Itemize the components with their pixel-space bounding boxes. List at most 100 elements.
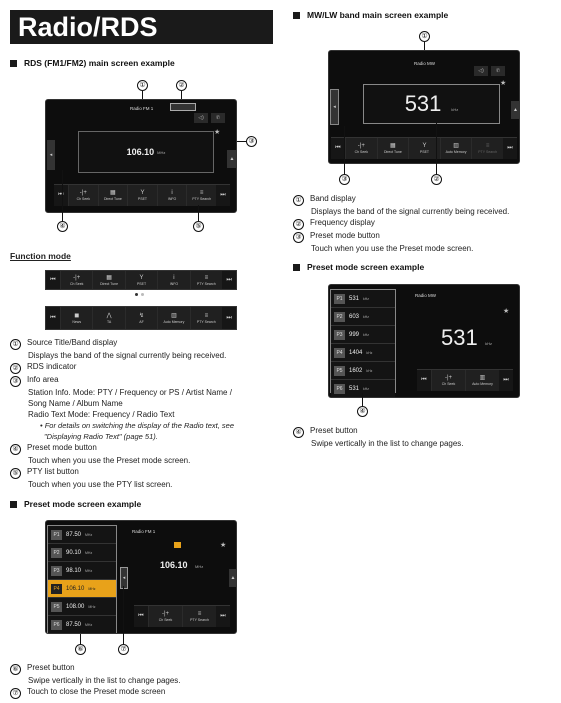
phone-icon[interactable]: ✆ <box>491 66 505 76</box>
next-button[interactable]: ⏭ <box>222 307 237 329</box>
frequency-display: 106.10 MHz <box>160 560 204 570</box>
next-button[interactable]: ⏭ <box>499 370 513 391</box>
preset-right-heading: Preset mode screen example <box>293 262 424 272</box>
keypad-icon: ▦ <box>110 190 116 196</box>
keypad-icon: ▦ <box>390 143 396 149</box>
antenna-icon: Y <box>140 190 145 196</box>
prev-icon: ⏮ <box>50 276 56 283</box>
preset-mode-tab[interactable]: ◂ <box>47 140 55 170</box>
seek-icon: -|+ <box>161 611 170 617</box>
favorite-star-icon[interactable]: ★ <box>503 308 510 315</box>
info-icon: i <box>173 274 175 281</box>
ch-seek-button[interactable]: -|+Ch Seek <box>345 138 377 159</box>
pty-search-button[interactable]: ≡PTY Search <box>182 606 216 627</box>
news-button[interactable]: ◼News <box>60 307 93 329</box>
ch-seek-button[interactable]: -|+Ch Seek <box>68 185 98 206</box>
scroll-up-button[interactable]: ▲ <box>227 150 236 168</box>
pty-search-button[interactable]: ≡PTY Search <box>471 138 503 159</box>
memory-icon: ▥ <box>453 143 459 149</box>
scroll-up-button[interactable]: ▲ <box>511 101 519 119</box>
next-button[interactable]: ⏭ <box>502 138 517 159</box>
mute-icon[interactable]: ◁) <box>194 113 208 123</box>
ch-seek-button[interactable]: -|+Ch Seek <box>148 606 182 627</box>
preset-mode-tab[interactable]: ◂ <box>330 89 339 125</box>
function-bar-2: ⏮ ◼News ⋀TA ↯AF ▥Auto Memory ≡PTY Search… <box>45 306 237 330</box>
list-icon: ≡ <box>197 611 202 617</box>
function-bar: ⏮ -|+Ch Seek ≡PTY Search ⏭ <box>134 605 230 627</box>
rds-main-screen: Radio FM 1 ◁) ✆ ★ 106.10 MHz ◂ ▲ ⏮ -|+Ch… <box>45 99 237 213</box>
auto-memory-button[interactable]: ▥Auto Memory <box>439 138 472 159</box>
seek-icon: -|+ <box>79 190 87 196</box>
band-title: Radio MW <box>415 293 437 298</box>
prev-button[interactable]: ⏮ <box>46 271 60 289</box>
ch-seek-button[interactable]: -|+Ch Seek <box>431 370 465 391</box>
list-icon: ≡ <box>204 312 209 319</box>
seek-icon: -|+ <box>73 274 81 281</box>
favorite-star-icon[interactable]: ★ <box>500 80 507 87</box>
callout-4: ④ <box>57 221 68 232</box>
band-title: Radio FM 1 <box>132 529 156 534</box>
function-mode-heading: Function mode <box>10 251 71 261</box>
list-icon: ≡ <box>199 190 204 196</box>
ta-button[interactable]: ⋀TA <box>92 307 125 329</box>
prev-button[interactable]: ⏮ <box>331 138 345 159</box>
close-preset-tab[interactable]: ◂ <box>120 567 128 589</box>
ch-seek-button[interactable]: -|+Ch Seek <box>60 271 93 289</box>
direct-tune-button[interactable]: ▦Direct Tune <box>97 185 128 206</box>
prev-icon: ⏮ <box>50 314 56 321</box>
next-button[interactable]: ⏭ <box>215 185 230 206</box>
prev-button[interactable]: ⏮ <box>54 185 68 206</box>
prev-button[interactable]: ⏮ <box>417 370 431 391</box>
direct-tune-button[interactable]: ▦Direct Tune <box>92 271 125 289</box>
pty-search-button[interactable]: ≡PTY Search <box>186 185 216 206</box>
next-button[interactable]: ⏭ <box>216 606 230 627</box>
scroll-up-button[interactable]: ▲ <box>229 569 236 587</box>
rds-indicator <box>170 103 196 111</box>
callout-1: ① <box>419 31 430 42</box>
next-icon: ⏭ <box>220 192 226 198</box>
af-button[interactable]: ↯AF <box>124 307 158 329</box>
auto-memory-button[interactable]: ▥Auto Memory <box>465 370 499 391</box>
direct-tune-button[interactable]: ▦Direct Tune <box>376 138 409 159</box>
next-icon: ⏭ <box>220 613 226 619</box>
mute-icon[interactable]: ◁) <box>474 66 488 76</box>
next-button[interactable]: ⏭ <box>222 271 237 289</box>
frequency-value: 531 <box>404 91 442 116</box>
favorite-star-icon[interactable]: ★ <box>214 129 221 136</box>
prev-button[interactable]: ⏮ <box>46 307 60 329</box>
next-icon: ⏭ <box>507 145 513 151</box>
favorite-star-icon[interactable]: ★ <box>220 542 227 549</box>
frequency-unit: MHz <box>157 149 166 155</box>
callout-4: ④ <box>357 406 368 417</box>
phone-icon[interactable]: ✆ <box>211 113 225 123</box>
pty-search-button[interactable]: ≡PTY Search <box>189 271 223 289</box>
seek-icon: -|+ <box>357 143 365 149</box>
pty-search-button[interactable]: ≡PTY Search <box>189 307 223 329</box>
prev-button[interactable]: ⏮ <box>134 606 148 627</box>
callout-6: ⑥ <box>75 644 86 655</box>
memory-icon: ▥ <box>171 312 177 319</box>
auto-memory-button[interactable]: ▥Auto Memory <box>157 307 190 329</box>
